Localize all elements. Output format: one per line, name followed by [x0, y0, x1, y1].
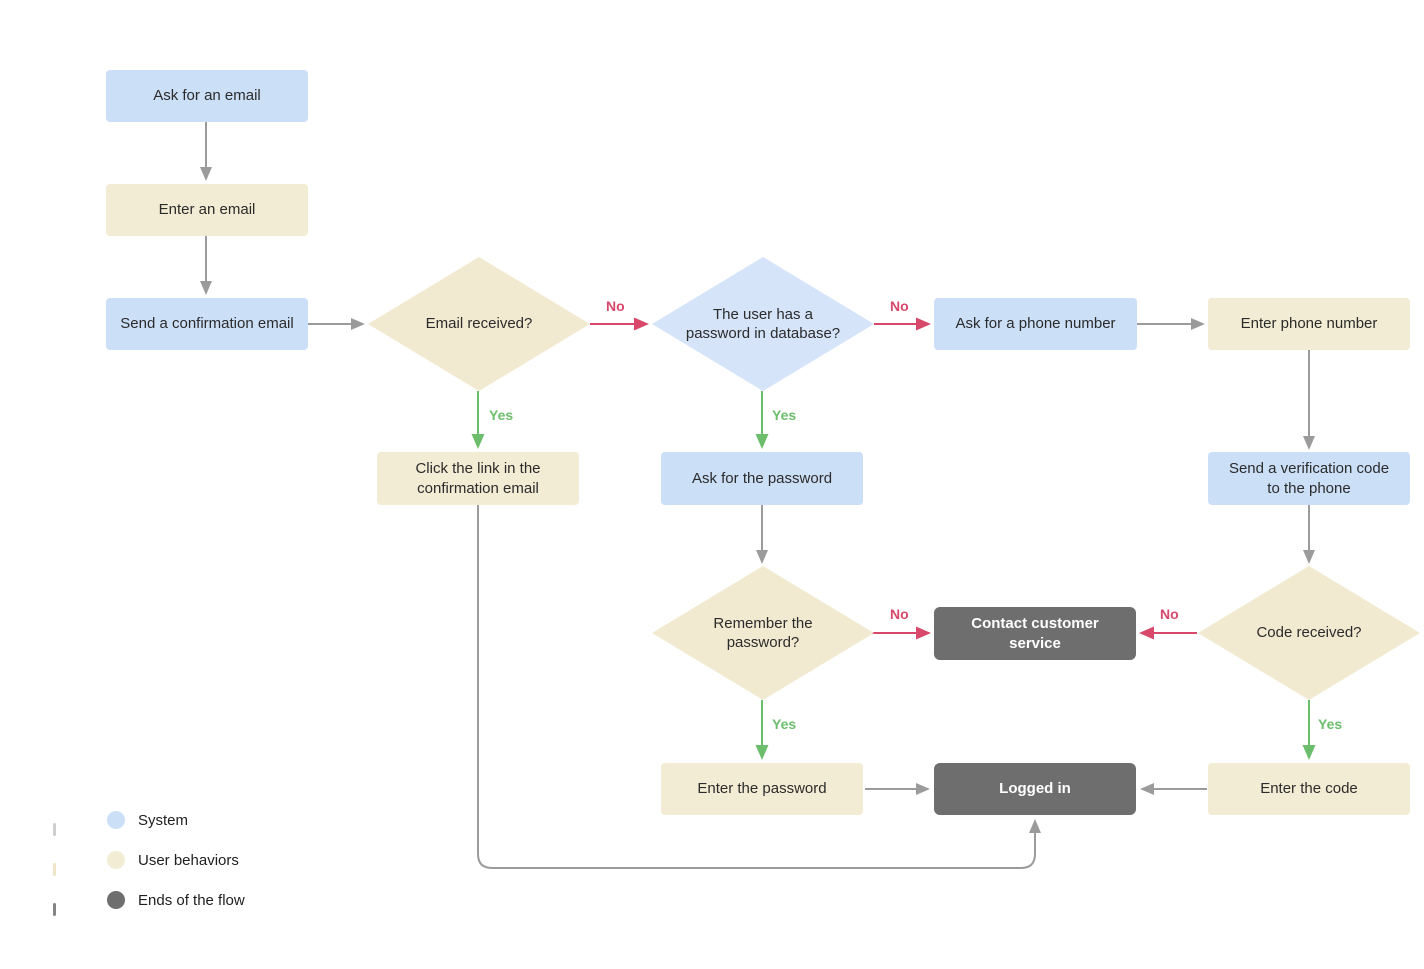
node-send-confirmation-email[interactable]: Send a confirmation email: [106, 298, 308, 350]
edge-label-password-yes: Yes: [772, 407, 797, 423]
legend-item-ends-of-flow[interactable]: Ends of the flow: [107, 891, 245, 909]
edge-label-code-yes: Yes: [1318, 716, 1343, 732]
edge-label-email-no: No: [606, 298, 625, 314]
legend-item-system[interactable]: System: [107, 811, 245, 829]
node-enter-an-email[interactable]: Enter an email: [106, 184, 308, 236]
edge-label-email-yes: Yes: [489, 407, 514, 423]
node-ask-for-an-email[interactable]: Ask for an email: [106, 70, 308, 122]
node-enter-the-password[interactable]: Enter the password: [661, 763, 863, 815]
node-click-link-confirmation[interactable]: Click the link in the confirmation email: [377, 452, 579, 505]
legend-item-user-behaviors[interactable]: User behaviors: [107, 851, 245, 869]
edge-label-remember-yes: Yes: [772, 716, 797, 732]
legend-label-user-behaviors: User behaviors: [138, 851, 239, 869]
decision-has-password[interactable]: The user has a password in database?: [652, 257, 874, 391]
legend-swatch-ends-of-flow-icon: [107, 891, 125, 909]
clipped-shape-mark: [53, 823, 56, 836]
decision-email-received[interactable]: Email received?: [368, 257, 590, 391]
edge-label-code-no: No: [1160, 606, 1179, 622]
edge-label-password-no: No: [890, 298, 909, 314]
edge-label-remember-no: No: [890, 606, 909, 622]
legend-label-ends-of-flow: Ends of the flow: [138, 891, 245, 909]
node-ask-for-password[interactable]: Ask for the password: [661, 452, 863, 505]
node-enter-phone-number[interactable]: Enter phone number: [1208, 298, 1410, 350]
clipped-shape-mark: [53, 903, 56, 916]
legend-label-system: System: [138, 811, 189, 829]
legend-swatch-system-icon: [107, 811, 125, 829]
node-contact-customer-service[interactable]: Contact customer service: [934, 607, 1136, 660]
node-ask-for-phone-number[interactable]: Ask for a phone number: [934, 298, 1137, 350]
decision-code-received[interactable]: Code received?: [1198, 566, 1420, 700]
decision-remember-password[interactable]: Remember the password?: [652, 566, 874, 700]
node-logged-in[interactable]: Logged in: [934, 763, 1136, 815]
legend: System User behaviors Ends of the flow: [107, 811, 245, 931]
node-enter-the-code[interactable]: Enter the code: [1208, 763, 1410, 815]
clipped-shape-mark: [53, 863, 56, 876]
legend-swatch-user-behaviors-icon: [107, 851, 125, 869]
node-send-verification-code[interactable]: Send a verification code to the phone: [1208, 452, 1410, 505]
